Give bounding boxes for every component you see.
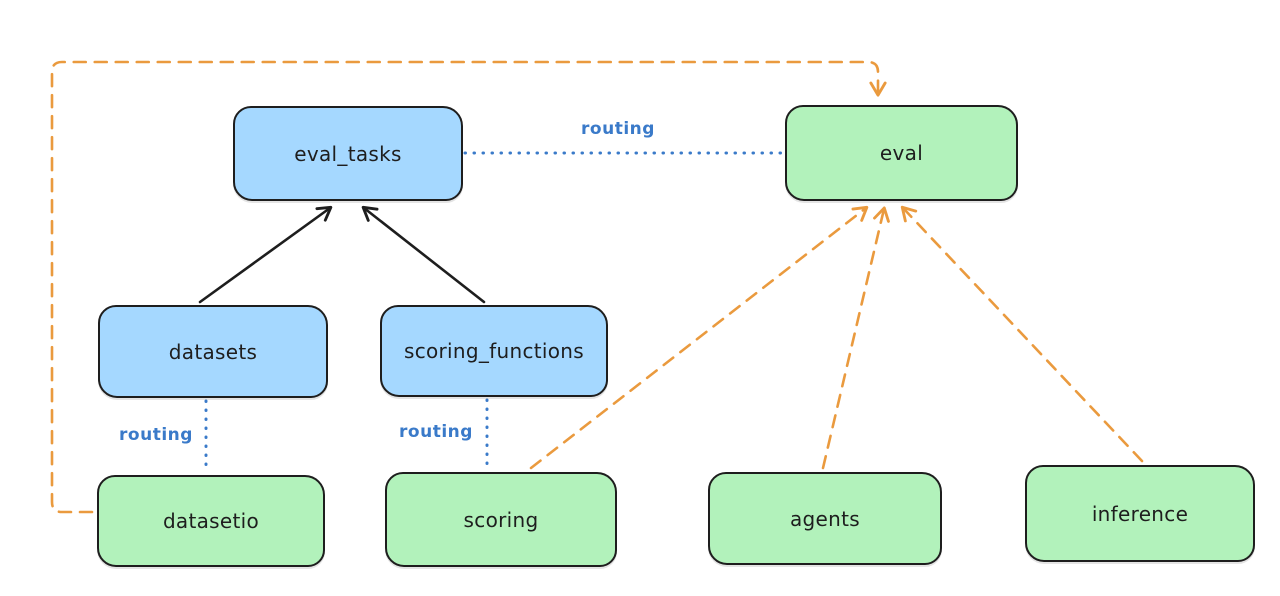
node-scoring-functions[interactable]: scoring_functions <box>380 305 608 397</box>
node-inference[interactable]: inference <box>1025 465 1255 562</box>
node-agents-label: agents <box>790 506 860 531</box>
node-inference-label: inference <box>1091 501 1189 526</box>
edge-agents-to-eval <box>821 206 890 470</box>
node-eval-tasks-label: eval_tasks <box>294 141 402 166</box>
node-eval-tasks[interactable]: eval_tasks <box>233 106 463 201</box>
node-datasets-label: datasets <box>168 339 258 364</box>
edge-inference-to-eval <box>900 205 1144 463</box>
edge-datasetio-to-eval-loop <box>50 60 887 514</box>
node-datasets[interactable]: datasets <box>98 305 328 398</box>
node-scoring-functions-label: scoring_functions <box>403 339 585 363</box>
routing-label-left: routing <box>119 425 193 445</box>
node-datasetio-label: datasetio <box>162 509 260 533</box>
routing-label-middle: routing <box>399 422 473 442</box>
edge-scoring-functions-to-eval-tasks <box>361 205 486 304</box>
node-agents[interactable]: agents <box>708 472 942 565</box>
edge-scoring-to-eval <box>529 205 869 470</box>
routing-label-top: routing <box>581 119 655 139</box>
node-eval[interactable]: eval <box>785 105 1018 201</box>
node-datasetio[interactable]: datasetio <box>97 475 325 567</box>
edge-datasets-to-eval-tasks <box>198 205 333 304</box>
node-scoring[interactable]: scoring <box>385 472 617 567</box>
node-scoring-label: scoring <box>463 507 539 532</box>
node-eval-label: eval <box>879 141 924 165</box>
